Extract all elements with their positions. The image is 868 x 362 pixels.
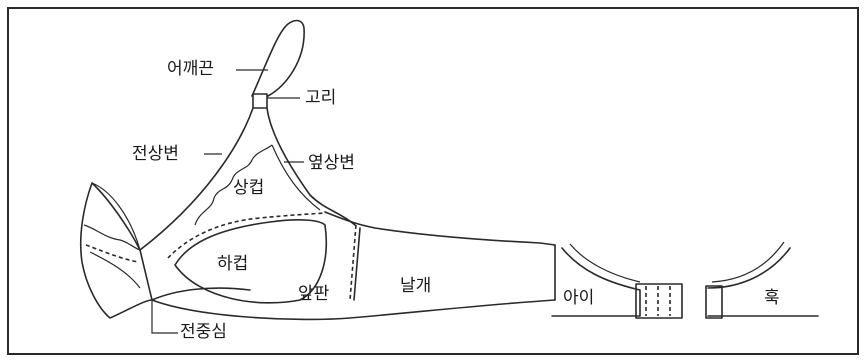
- ring: [252, 93, 268, 109]
- label-upper-cup: 상컵: [233, 178, 265, 198]
- hook-tape: [707, 247, 819, 317]
- label-eye: 아이: [563, 288, 595, 308]
- label-center-gore: 전중심: [180, 322, 227, 342]
- lower-cup: [174, 219, 328, 304]
- diagram-frame: [7, 7, 859, 355]
- label-lower-cup: 하컵: [217, 254, 249, 274]
- label-front-top-edge: 전상변: [132, 144, 179, 164]
- label-shoulder-strap: 어깨끈: [167, 59, 214, 79]
- label-hook: 훅: [764, 288, 780, 308]
- cup-seam: [167, 212, 326, 259]
- left-cup-outline: [79, 182, 153, 319]
- eye-tape: [551, 247, 641, 317]
- shoulder-strap: [251, 19, 305, 97]
- label-front-panel: 앞판: [298, 284, 330, 304]
- label-ring: 고리: [305, 88, 337, 108]
- upper-cup-lace: [194, 144, 273, 226]
- label-wing: 날개: [400, 276, 432, 296]
- label-side-top-edge: 옆상변: [308, 153, 355, 173]
- front-panel-and-wing: [324, 211, 556, 246]
